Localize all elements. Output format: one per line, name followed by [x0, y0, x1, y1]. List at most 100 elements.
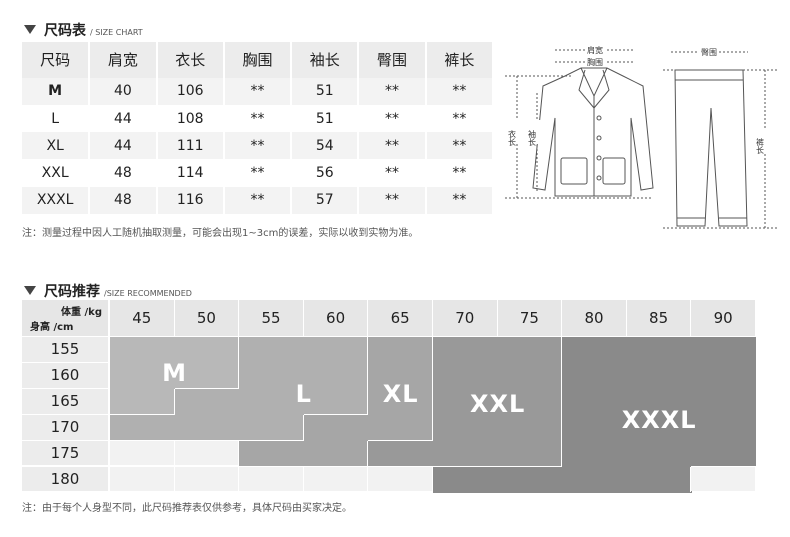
table-cell: XL: [22, 132, 91, 160]
table-cell: 54: [291, 132, 360, 160]
empty-zone: [174, 466, 239, 492]
height-label-cell: 155: [22, 337, 108, 362]
header-cell: 裤长: [425, 42, 495, 78]
size-chart-note: 注：测量过程中因人工随机抽取测量，可能会出现1~3cm的误差，实际以收到实物为准…: [22, 228, 419, 239]
header-cell: 臀围: [358, 42, 427, 78]
size-zone-xxxl: [626, 388, 692, 416]
diagram-hip-label: 臀围: [701, 48, 717, 57]
weight-header-cell: 55: [239, 300, 303, 336]
table-cell: 44: [89, 104, 158, 133]
zone-divider: [561, 337, 563, 363]
zone-divider: [432, 388, 433, 415]
weight-header-cell: 85: [626, 300, 691, 336]
size-zone-xxxl: [691, 388, 757, 416]
size-zone-m: [110, 337, 176, 364]
size-zone-xxl: [433, 440, 499, 467]
size-zone-xxxl: [691, 362, 757, 390]
zone-divider: [302, 414, 304, 441]
table-cell: **: [223, 132, 293, 160]
size-zone-xxxl: [691, 337, 757, 364]
zone-divider: [561, 362, 563, 389]
zone-divider: [368, 465, 433, 467]
table-cell: **: [223, 77, 293, 105]
weight-header-cell: 90: [691, 300, 755, 336]
empty-zone: [174, 440, 239, 466]
table-cell: **: [223, 159, 293, 187]
zone-divider: [691, 465, 756, 467]
table-cell: 48: [89, 159, 158, 187]
size-zone-xxxl: [562, 337, 628, 364]
size-zone-l: [239, 388, 305, 416]
table-cell: **: [425, 159, 495, 187]
table-cell: 106: [156, 77, 225, 105]
height-label-cell: 165: [22, 388, 108, 414]
header-cell: 胸围: [223, 42, 293, 78]
table-cell: 114: [156, 159, 225, 187]
table-cell: 40: [89, 77, 158, 105]
table-row: M 40 106 ** 51 ** **: [22, 77, 495, 105]
table-row: L 44 108 ** 51 ** **: [22, 104, 495, 133]
zone-divider: [110, 439, 175, 441]
table-row: XXXL 48 116 ** 57 ** **: [22, 186, 495, 214]
table-cell: **: [358, 104, 427, 133]
weight-label: 体重 /kg: [61, 307, 102, 318]
zone-divider: [110, 413, 175, 415]
table-cell: 44: [89, 132, 158, 160]
zone-divider: [433, 465, 498, 467]
header-cell: 袖长: [291, 42, 360, 78]
size-label-xxl: XXL: [469, 390, 526, 419]
size-zone-xl: [368, 414, 434, 442]
size-label-m: M: [162, 359, 188, 388]
triangle-down-icon: [24, 286, 36, 295]
size-zone-m: [174, 337, 240, 364]
table-row: XL 44 111 ** 54 ** **: [22, 132, 495, 160]
size-zone-xxl: [497, 337, 563, 364]
size-zone-xxxl: [562, 414, 628, 442]
table-cell: M: [22, 77, 91, 105]
zone-divider: [497, 465, 563, 467]
size-zone-m: [174, 362, 240, 390]
size-zone-m: [110, 362, 176, 390]
size-zone-xxxl: [691, 414, 757, 442]
size-chart-subtitle: / SIZE CHART: [90, 28, 143, 37]
zone-divider: [174, 387, 240, 389]
diagram-pants-length-label: 裤长: [756, 137, 765, 155]
top-outline: [532, 67, 654, 197]
size-zone-xxxl: [626, 414, 692, 442]
size-zone-xl: [303, 440, 369, 467]
zone-divider: [561, 440, 563, 467]
size-zone-xxl: [368, 440, 434, 467]
table-cell: **: [358, 159, 427, 187]
zone-divider: [238, 440, 240, 467]
weight-header-cell: 60: [303, 300, 368, 336]
table-cell: **: [223, 104, 293, 133]
size-zone-l: [110, 414, 176, 442]
zone-divider: [239, 465, 304, 467]
diagram-shoulder-label: 肩宽: [587, 45, 603, 55]
zone-divider: [367, 362, 369, 389]
weight-header-cell: 45: [110, 300, 174, 336]
empty-zone: [239, 466, 303, 492]
empty-zone: [110, 466, 174, 492]
zone-divider: [303, 413, 369, 415]
size-zone-l: [239, 362, 305, 390]
size-zone-l: [239, 337, 305, 364]
empty-zone: [368, 466, 432, 492]
size-zone-xxxl: [562, 388, 628, 416]
weight-header-cell: 70: [433, 300, 497, 336]
height-label-cell: 170: [22, 414, 108, 440]
zone-divider: [239, 439, 304, 441]
table-cell: L: [22, 104, 91, 133]
table-cell: **: [358, 77, 427, 105]
size-chart-table: 尺码 肩宽 衣长 胸围 袖长 臀围 裤长 M 40 106 ** 51 ** *…: [22, 42, 495, 214]
zone-divider: [238, 362, 240, 389]
size-zone-xxxl: [626, 440, 692, 467]
size-zone-xxl: [497, 362, 563, 390]
table-cell: 51: [291, 104, 360, 133]
table-row: XXL 48 114 ** 56 ** **: [22, 159, 495, 187]
size-chart-title: 尺码表: [44, 23, 86, 39]
size-label-l: L: [295, 379, 312, 408]
size-zone-xxl: [433, 414, 499, 442]
size-zone-xl: [368, 388, 434, 416]
